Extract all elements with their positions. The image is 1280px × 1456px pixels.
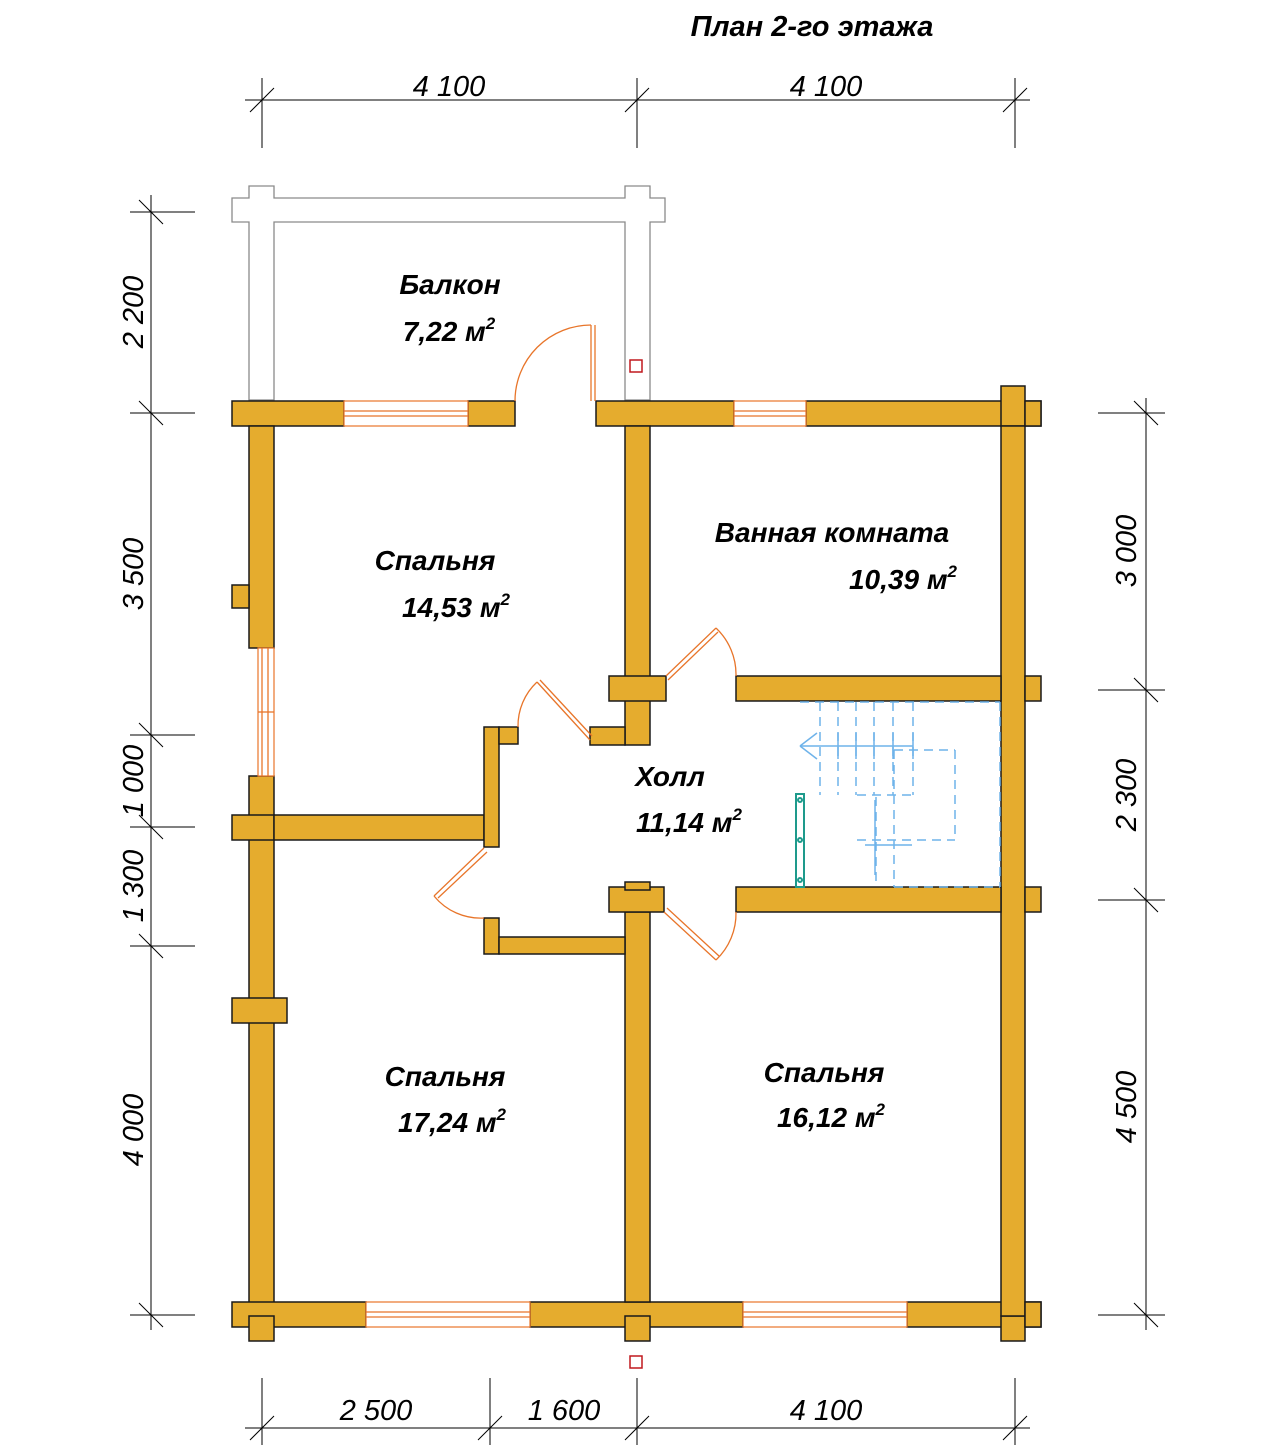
room-area: 14,53 м2 bbox=[402, 590, 511, 623]
room-name: Балкон bbox=[399, 269, 500, 300]
right-dimension-chain: 3 000 2 300 4 500 bbox=[1098, 398, 1165, 1330]
balcony-outline bbox=[231, 185, 666, 401]
top-dimension-chain: 4 100 4 100 bbox=[245, 71, 1030, 148]
stair-railing bbox=[795, 793, 805, 888]
door-balcony bbox=[514, 324, 596, 402]
dim-bottom-3: 4 100 bbox=[790, 1395, 863, 1427]
dim-left-4: 1 300 bbox=[118, 850, 150, 923]
door-bedroom-top-left bbox=[517, 679, 593, 741]
axis-marker-top bbox=[629, 359, 643, 373]
left-dimension-chain: 2 200 3 500 1 000 1 300 4 000 bbox=[118, 195, 195, 1330]
plan-title: План 2-го этажа bbox=[691, 11, 934, 43]
room-area: 17,24 м2 bbox=[398, 1105, 507, 1138]
door-bedroom-bottom-right bbox=[663, 907, 737, 961]
window-bottom-left bbox=[365, 1301, 531, 1328]
room-area: 16,12 м2 bbox=[777, 1100, 886, 1133]
dim-top-2: 4 100 bbox=[790, 71, 863, 103]
dim-right-1: 3 000 bbox=[1111, 515, 1143, 588]
room-label-bedroom-top-left: Спальня 14,53 м2 bbox=[375, 545, 511, 623]
dim-left-1: 2 200 bbox=[118, 276, 150, 350]
room-name: Холл bbox=[633, 761, 705, 792]
dim-right-3: 4 500 bbox=[1111, 1071, 1143, 1144]
bottom-dimension-chain: 2 500 1 600 4 100 bbox=[245, 1378, 1030, 1445]
window-left bbox=[257, 647, 275, 777]
door-bedroom-bottom-left bbox=[433, 847, 488, 919]
dim-left-2: 3 500 bbox=[118, 538, 150, 611]
window-bottom-right bbox=[742, 1301, 908, 1328]
room-area: 11,14 м2 bbox=[636, 805, 742, 838]
room-name: Спальня bbox=[764, 1057, 885, 1088]
dim-left-5: 4 000 bbox=[118, 1094, 150, 1167]
room-label-bathroom: Ванная комната 10,39 м2 bbox=[715, 517, 958, 595]
room-label-hall: Холл 11,14 м2 bbox=[633, 761, 742, 838]
room-name: Ванная комната bbox=[715, 517, 949, 548]
windows bbox=[257, 400, 908, 1328]
walls bbox=[231, 385, 1042, 1342]
room-label-bedroom-bottom-left: Спальня 17,24 м2 bbox=[385, 1061, 507, 1138]
room-name: Спальня bbox=[375, 545, 496, 576]
dim-top-1: 4 100 bbox=[413, 71, 486, 103]
room-name: Спальня bbox=[385, 1061, 506, 1092]
dim-left-3: 1 000 bbox=[118, 745, 150, 818]
dim-right-2: 2 300 bbox=[1111, 759, 1143, 833]
window-top-right bbox=[733, 400, 807, 427]
axis-marker-bottom bbox=[629, 1355, 643, 1369]
doors bbox=[433, 324, 737, 961]
window-top-left bbox=[343, 400, 469, 427]
room-area: 7,22 м2 bbox=[403, 314, 496, 347]
dim-bottom-1: 2 500 bbox=[339, 1395, 413, 1427]
door-bathroom bbox=[665, 627, 737, 681]
dim-bottom-2: 1 600 bbox=[528, 1395, 601, 1427]
staircase bbox=[799, 701, 1001, 888]
room-label-balcony: Балкон 7,22 м2 bbox=[399, 269, 500, 347]
room-area: 10,39 м2 bbox=[849, 562, 958, 595]
room-label-bedroom-bottom-right: Спальня 16,12 м2 bbox=[764, 1057, 886, 1133]
